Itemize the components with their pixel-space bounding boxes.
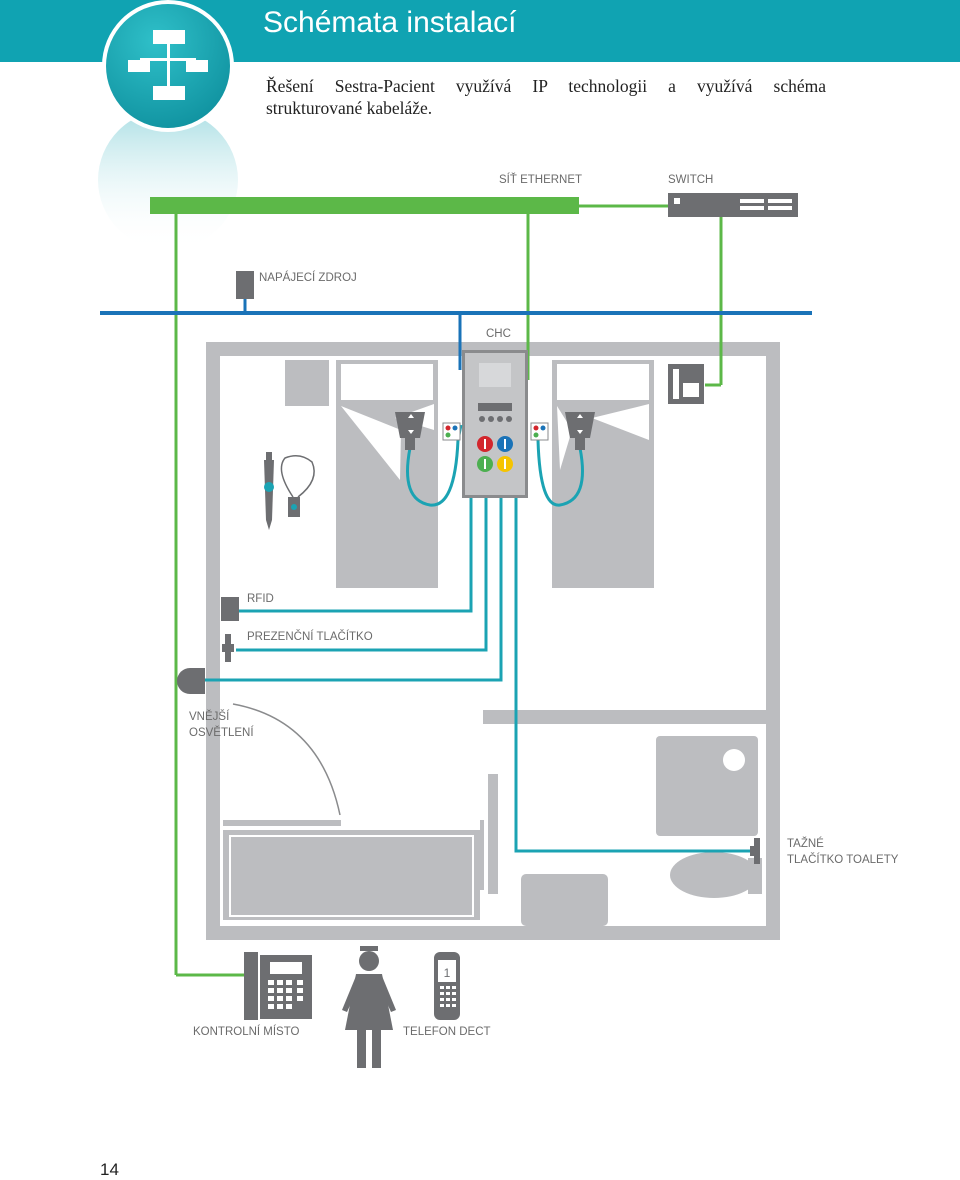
intro-line-1: Řešení Sestra-Pacient využívá IP technol… [266, 76, 826, 96]
wall-phone [668, 364, 704, 404]
bedside-cabinet [285, 360, 329, 406]
dect-label: TELEFON DECT [403, 1026, 491, 1038]
intro-text: Řešení Sestra-Pacient využívá IP technol… [266, 75, 826, 119]
room-floor-plan [206, 342, 780, 940]
chc-label: CHC [486, 328, 511, 340]
pull-button-label-2: TLAČÍTKO TOALETY [787, 854, 899, 866]
nurse-icon [342, 946, 396, 1068]
page-title: Schémata instalací [263, 6, 517, 39]
intro-line-2: strukturované kabeláže. [266, 98, 433, 118]
presence-button [222, 634, 234, 662]
bathroom [521, 736, 762, 926]
ethernet-label: SÍŤ ETHERNET [499, 174, 583, 186]
rfid-reader [221, 597, 239, 621]
power-line [100, 298, 812, 370]
dect-screen-number: 1 [444, 966, 451, 980]
rfid-label: RFID [247, 593, 274, 605]
outdoor-light [177, 668, 205, 694]
bed-handset-right [530, 412, 595, 450]
sofa [223, 830, 480, 920]
presence-button-label: PREZENČNÍ TLAČÍTKO [247, 631, 373, 643]
hierarchy-icon [98, 0, 238, 250]
ethernet-network [150, 197, 723, 977]
toilet-pull-button [750, 838, 760, 864]
control-station [244, 952, 312, 1020]
power-supply [236, 271, 254, 299]
chc-panel [462, 350, 528, 498]
outdoor-light-label-2: OSVĚTLENÍ [189, 727, 254, 739]
page-number: 14 [100, 1160, 119, 1179]
power-supply-label: NAPÁJECÍ ZDROJ [259, 272, 357, 284]
switch-label: SWITCH [668, 174, 714, 186]
pull-button-label-1: TAŽNÉ [787, 838, 824, 850]
dect-phone: 1 [434, 952, 460, 1020]
signal-wiring [205, 424, 757, 853]
bed-right [552, 360, 654, 588]
bed-handset-left [395, 412, 461, 450]
wristband-pendant [264, 452, 315, 530]
network-switch [668, 193, 798, 217]
outdoor-light-label-1: VNĚJŠÍ [189, 711, 230, 723]
control-station-label: KONTROLNÍ MÍSTO [193, 1026, 300, 1038]
bed-left [336, 360, 438, 588]
